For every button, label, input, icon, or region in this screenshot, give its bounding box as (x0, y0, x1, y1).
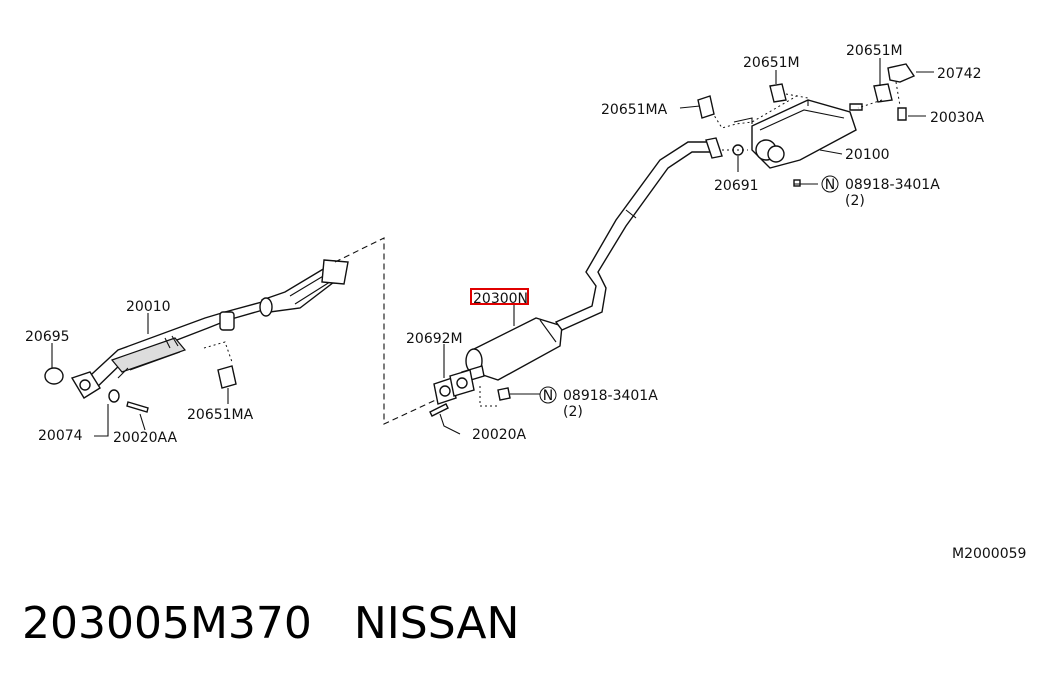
intermediate-pipe (554, 141, 717, 331)
tail-flange (705, 137, 723, 159)
label-20020AA: 20020AA (113, 430, 178, 446)
label-20742: 20742 (937, 66, 982, 82)
label-08918-3401A-mid: 08918-3401A (563, 388, 658, 404)
nut-top (793, 179, 801, 187)
part-number-caption: 203005M370 NISSAN (22, 598, 520, 649)
main-muffler-20100 (751, 99, 863, 169)
bolt-20030A (897, 107, 907, 121)
mount-rubber-20651MA-top (697, 95, 715, 119)
label-20651M-right: 20651M (846, 43, 903, 59)
leader-lines (51, 58, 934, 437)
label-20100: 20100 (845, 147, 890, 163)
label-20020A: 20020A (472, 427, 527, 443)
highlighted-part-20300N: 20300N (470, 288, 529, 307)
stud-20020AA (126, 401, 149, 413)
diagram-code: M2000059 (952, 546, 1026, 562)
front-flange (70, 371, 101, 399)
stud-20020A (429, 403, 449, 417)
mount-rubber-20651M-right (873, 83, 893, 103)
label-qty-top: (2) (845, 193, 865, 209)
label-20695: 20695 (25, 329, 70, 345)
label-20030A: 20030A (930, 110, 985, 126)
label-qty-mid: (2) (563, 404, 583, 420)
bracket-20742 (887, 63, 916, 83)
nut-symbol-top: N (825, 177, 835, 193)
label-08918-3401A-top: 08918-3401A (845, 177, 940, 193)
highlight-box (470, 288, 529, 305)
front-exhaust-pipe-20010 (78, 301, 272, 393)
label-20651MA-bottom: 20651MA (187, 407, 254, 423)
nut-mid (497, 387, 511, 401)
label-20651MA-top: 20651MA (601, 102, 668, 118)
mount-rubber-20651MA-bottom (217, 365, 237, 389)
label-20010: 20010 (126, 299, 171, 315)
label-20692M: 20692M (406, 331, 463, 347)
label-20651M-left: 20651M (743, 55, 800, 71)
center-muffler-20300N (461, 317, 563, 383)
washer-20020AA (108, 389, 120, 403)
nut-symbol-mid: N (543, 388, 553, 404)
mount-rubber-20651M-left (769, 83, 787, 103)
label-20691: 20691 (714, 178, 759, 194)
connection-line-front-center (334, 237, 441, 425)
gasket-20692M (433, 369, 475, 405)
catalytic-converter (259, 259, 349, 317)
gasket-20695 (44, 367, 64, 385)
nut-callout-top: N 08918-3401A (2) (821, 175, 940, 209)
nut-callout-mid: N 08918-3401A (2) (539, 386, 658, 420)
hanger-bracket (733, 117, 753, 124)
label-20074: 20074 (38, 428, 83, 444)
